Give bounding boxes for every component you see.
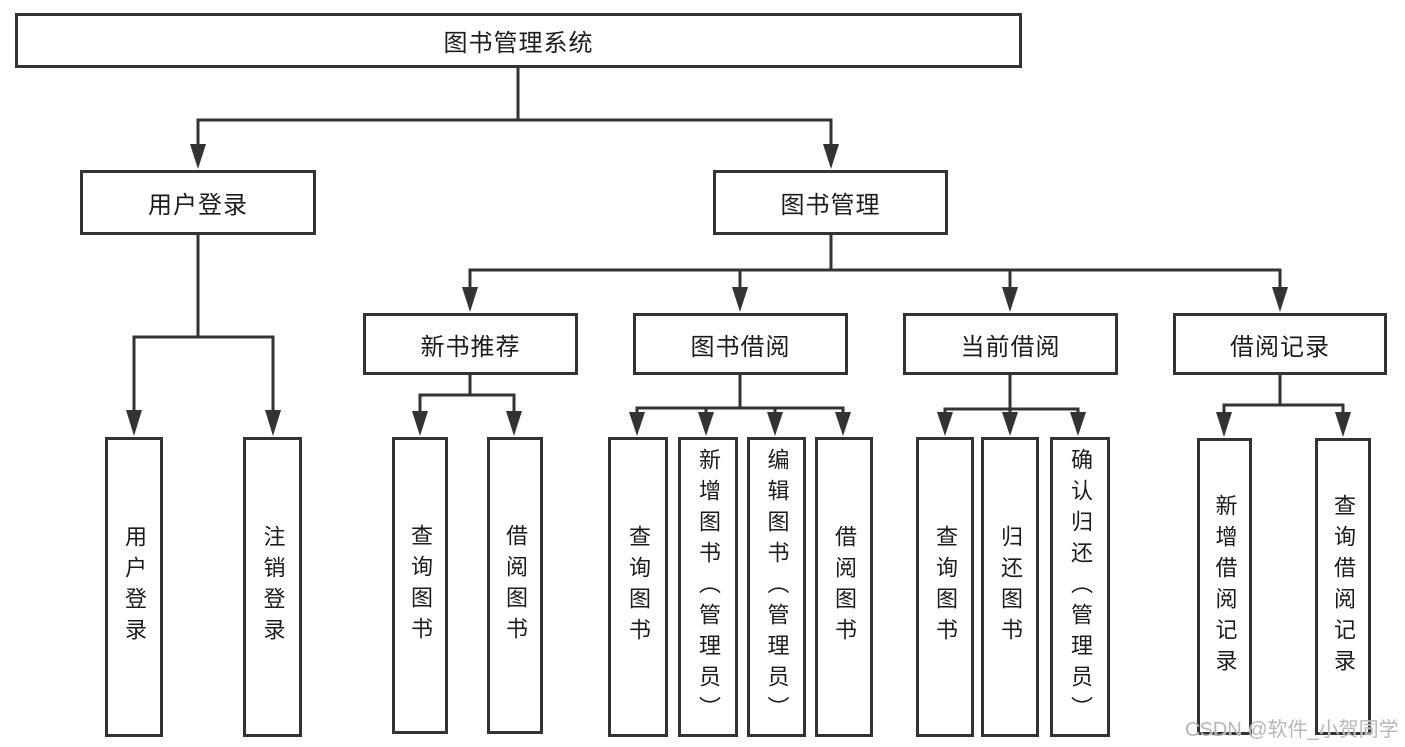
edge-current-borrowing-to-leaves	[937, 375, 1086, 436]
node-label: 新增借阅记录	[1212, 493, 1238, 680]
arrowhead	[506, 411, 522, 436]
node-label: 新增图书（管理员）	[696, 447, 721, 727]
leaf-return-books: 归还图书	[981, 437, 1039, 737]
arrowhead	[1002, 412, 1018, 436]
edge-new-book-recommend-to-leaves	[412, 375, 522, 436]
leaf-user-login: 用户登录	[105, 437, 163, 737]
node-label: 借阅图书	[832, 525, 857, 649]
arrowhead	[1216, 412, 1232, 437]
node-book-management: 图书管理	[713, 170, 948, 235]
node-label: 新书推荐	[420, 333, 521, 361]
leaf-add-books-admin: 新增图书（管理员）	[678, 437, 738, 737]
leaf-borrow-books: 借阅图书	[815, 437, 873, 737]
node-label: 图书管理系统	[443, 30, 594, 57]
leaf-query-borrow-record: 查询借阅记录	[1315, 438, 1371, 735]
node-label: 图书借阅	[690, 333, 791, 361]
leaf-add-borrow-record: 新增借阅记录	[1197, 438, 1252, 735]
node-label: 借阅图书	[503, 523, 528, 648]
leaf-logout: 注销登录	[243, 437, 302, 737]
node-label: 编辑图书（管理员）	[764, 447, 790, 727]
arrowhead	[767, 412, 783, 436]
arrowhead	[265, 410, 281, 436]
edge-book-management-to-level2	[462, 235, 1288, 312]
node-label: 用户登录	[148, 192, 248, 219]
arrowhead	[1002, 287, 1018, 312]
leaf-query-books-recommend: 查询图书	[392, 437, 448, 734]
node-label: 查询图书	[626, 525, 651, 649]
node-label: 图书管理	[780, 192, 881, 219]
edge-user-login-to-leaves	[126, 235, 281, 436]
arrowhead	[126, 410, 142, 436]
arrowhead	[835, 412, 851, 436]
arrowhead	[1272, 287, 1288, 312]
edge-root-to-level1	[190, 68, 839, 169]
csdn-watermark: CSDN @软件_小贺同学	[1185, 719, 1399, 741]
node-book-borrowing: 图书借阅	[633, 313, 848, 375]
node-label: 查询借阅记录	[1331, 493, 1356, 680]
node-label: 当前借阅	[960, 333, 1061, 361]
arrowhead	[412, 411, 428, 436]
node-current-borrowing: 当前借阅	[903, 313, 1118, 375]
node-label: 归还图书	[998, 525, 1023, 649]
leaf-borrow-books-recommend: 借阅图书	[487, 437, 543, 734]
node-borrowing-records: 借阅记录	[1173, 313, 1387, 375]
arrowhead	[190, 144, 206, 169]
arrowhead	[1070, 412, 1086, 436]
leaf-query-books-current: 查询图书	[916, 437, 974, 737]
leaf-query-books-borrowing: 查询图书	[608, 437, 668, 737]
arrowhead	[629, 412, 645, 436]
leaf-confirm-return-admin: 确认归还（管理员）	[1050, 437, 1110, 737]
arrowhead	[937, 412, 953, 436]
arrowhead	[823, 144, 839, 169]
node-label: 确认归还（管理员）	[1068, 447, 1093, 727]
edge-book-borrowing-to-leaves	[629, 375, 851, 436]
node-label: 查询图书	[933, 525, 958, 649]
arrowhead	[1335, 412, 1351, 437]
arrowhead	[732, 287, 748, 312]
node-label: 用户登录	[122, 525, 147, 649]
leaf-edit-books-admin: 编辑图书（管理员）	[747, 437, 806, 737]
arrowhead	[462, 287, 478, 312]
node-book-management-system: 图书管理系统	[15, 13, 1022, 68]
node-label: 借阅记录	[1230, 333, 1330, 361]
node-user-login: 用户登录	[80, 170, 316, 235]
node-new-book-recommend: 新书推荐	[363, 313, 578, 375]
node-label: 查询图书	[408, 523, 433, 648]
node-label: 注销登录	[260, 525, 286, 649]
edge-borrowing-records-to-leaves	[1216, 375, 1351, 437]
arrowhead	[698, 412, 714, 436]
